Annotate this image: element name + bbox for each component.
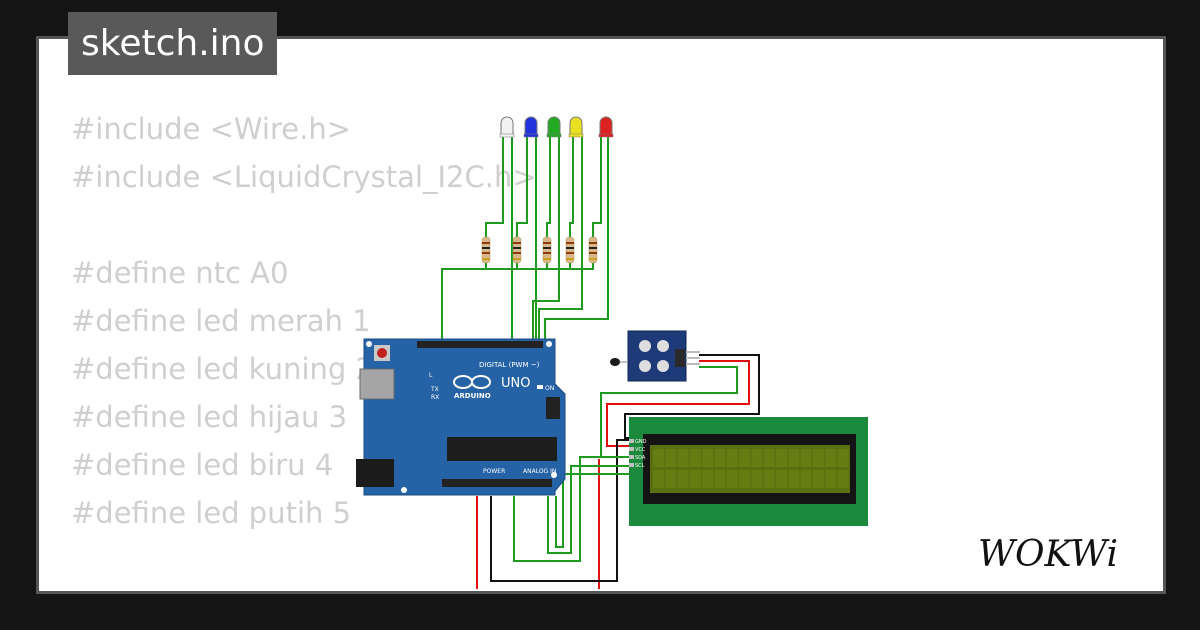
code-line: #define led merah 1 <box>71 304 371 338</box>
usb-port <box>359 368 395 400</box>
lcd-pin-label: SDA <box>635 455 646 461</box>
code-line: #include <Wire.h> <box>71 112 352 146</box>
analog-label: ANALOG IN <box>523 468 556 475</box>
resistor-wires <box>441 261 594 339</box>
atmega-chip <box>447 437 557 461</box>
gnd-wire <box>490 439 629 582</box>
lcd-pin-label: VCC <box>635 447 646 453</box>
icsp-header <box>546 397 560 419</box>
lcd-character-grid <box>653 449 849 488</box>
sensor-gnd-wire <box>624 354 760 439</box>
rx-label: RX <box>431 394 439 401</box>
resistor[interactable] <box>565 236 575 264</box>
led-red[interactable] <box>598 116 614 138</box>
power-jack <box>356 459 394 487</box>
sensor-vcc-wire <box>606 360 750 447</box>
code-line: #define ntc A0 <box>71 256 289 290</box>
code-listing: #include <Wire.h> #include <LiquidCrystal… <box>71 105 571 591</box>
led-green[interactable] <box>546 116 562 138</box>
on-label: ON <box>545 385 554 392</box>
reset-button[interactable] <box>377 348 387 358</box>
led-row <box>499 116 614 138</box>
code-line: #include <LiquidCrystal_I2C.h> <box>71 160 537 194</box>
board-brand: ARDUINO <box>454 392 491 400</box>
l-label: L <box>429 372 433 379</box>
resistor[interactable] <box>588 236 598 264</box>
wokwi-logo: WOKWi <box>978 534 1118 575</box>
lcd-pins: GND VCC SDA SCL <box>629 439 647 469</box>
preview-card: #include <Wire.h> #include <LiquidCrystal… <box>36 36 1166 594</box>
a0-wire <box>513 456 629 562</box>
lcd-16x2-display[interactable]: GND VCC SDA SCL <box>629 417 868 526</box>
resistors <box>481 236 598 264</box>
led-white[interactable] <box>499 116 515 138</box>
sensor-pin-label: S <box>692 374 696 381</box>
tx-label: TX <box>430 386 439 393</box>
digital-label: DIGITAL (PWM ~) <box>479 361 540 369</box>
power-analog-header <box>442 479 552 487</box>
resistor[interactable] <box>512 236 522 264</box>
resistor[interactable] <box>481 236 491 264</box>
led-yellow[interactable] <box>568 116 584 138</box>
thermistor <box>610 358 620 366</box>
board-name: UNO <box>501 376 530 391</box>
wokwi-wordmark: WOKWi <box>978 534 1118 575</box>
lcd-pin-label: GND <box>635 439 647 445</box>
arduino-uno-board[interactable]: DIGITAL (PWM ~) UNO ARDUINO TX RX L ON P… <box>356 338 566 496</box>
ntc-sensor-module[interactable]: S <box>610 330 700 382</box>
resistor[interactable] <box>542 236 552 264</box>
circuit-diagram: DIGITAL (PWM ~) UNO ARDUINO TX RX L ON P… <box>356 116 868 589</box>
lcd-pin-label: SCL <box>635 463 645 469</box>
code-line: #define led biru 4 <box>71 448 334 482</box>
a4-wire <box>547 465 629 554</box>
power-label: POWER <box>483 468 505 475</box>
a5-wire <box>555 473 629 548</box>
file-name-badge: sketch.ino <box>68 12 278 75</box>
code-line: #define led hijau 3 <box>71 400 348 434</box>
digital-header <box>417 341 543 348</box>
code-line: #define led putih 5 <box>71 496 352 530</box>
led-wires <box>485 137 609 339</box>
led-blue[interactable] <box>523 116 539 138</box>
